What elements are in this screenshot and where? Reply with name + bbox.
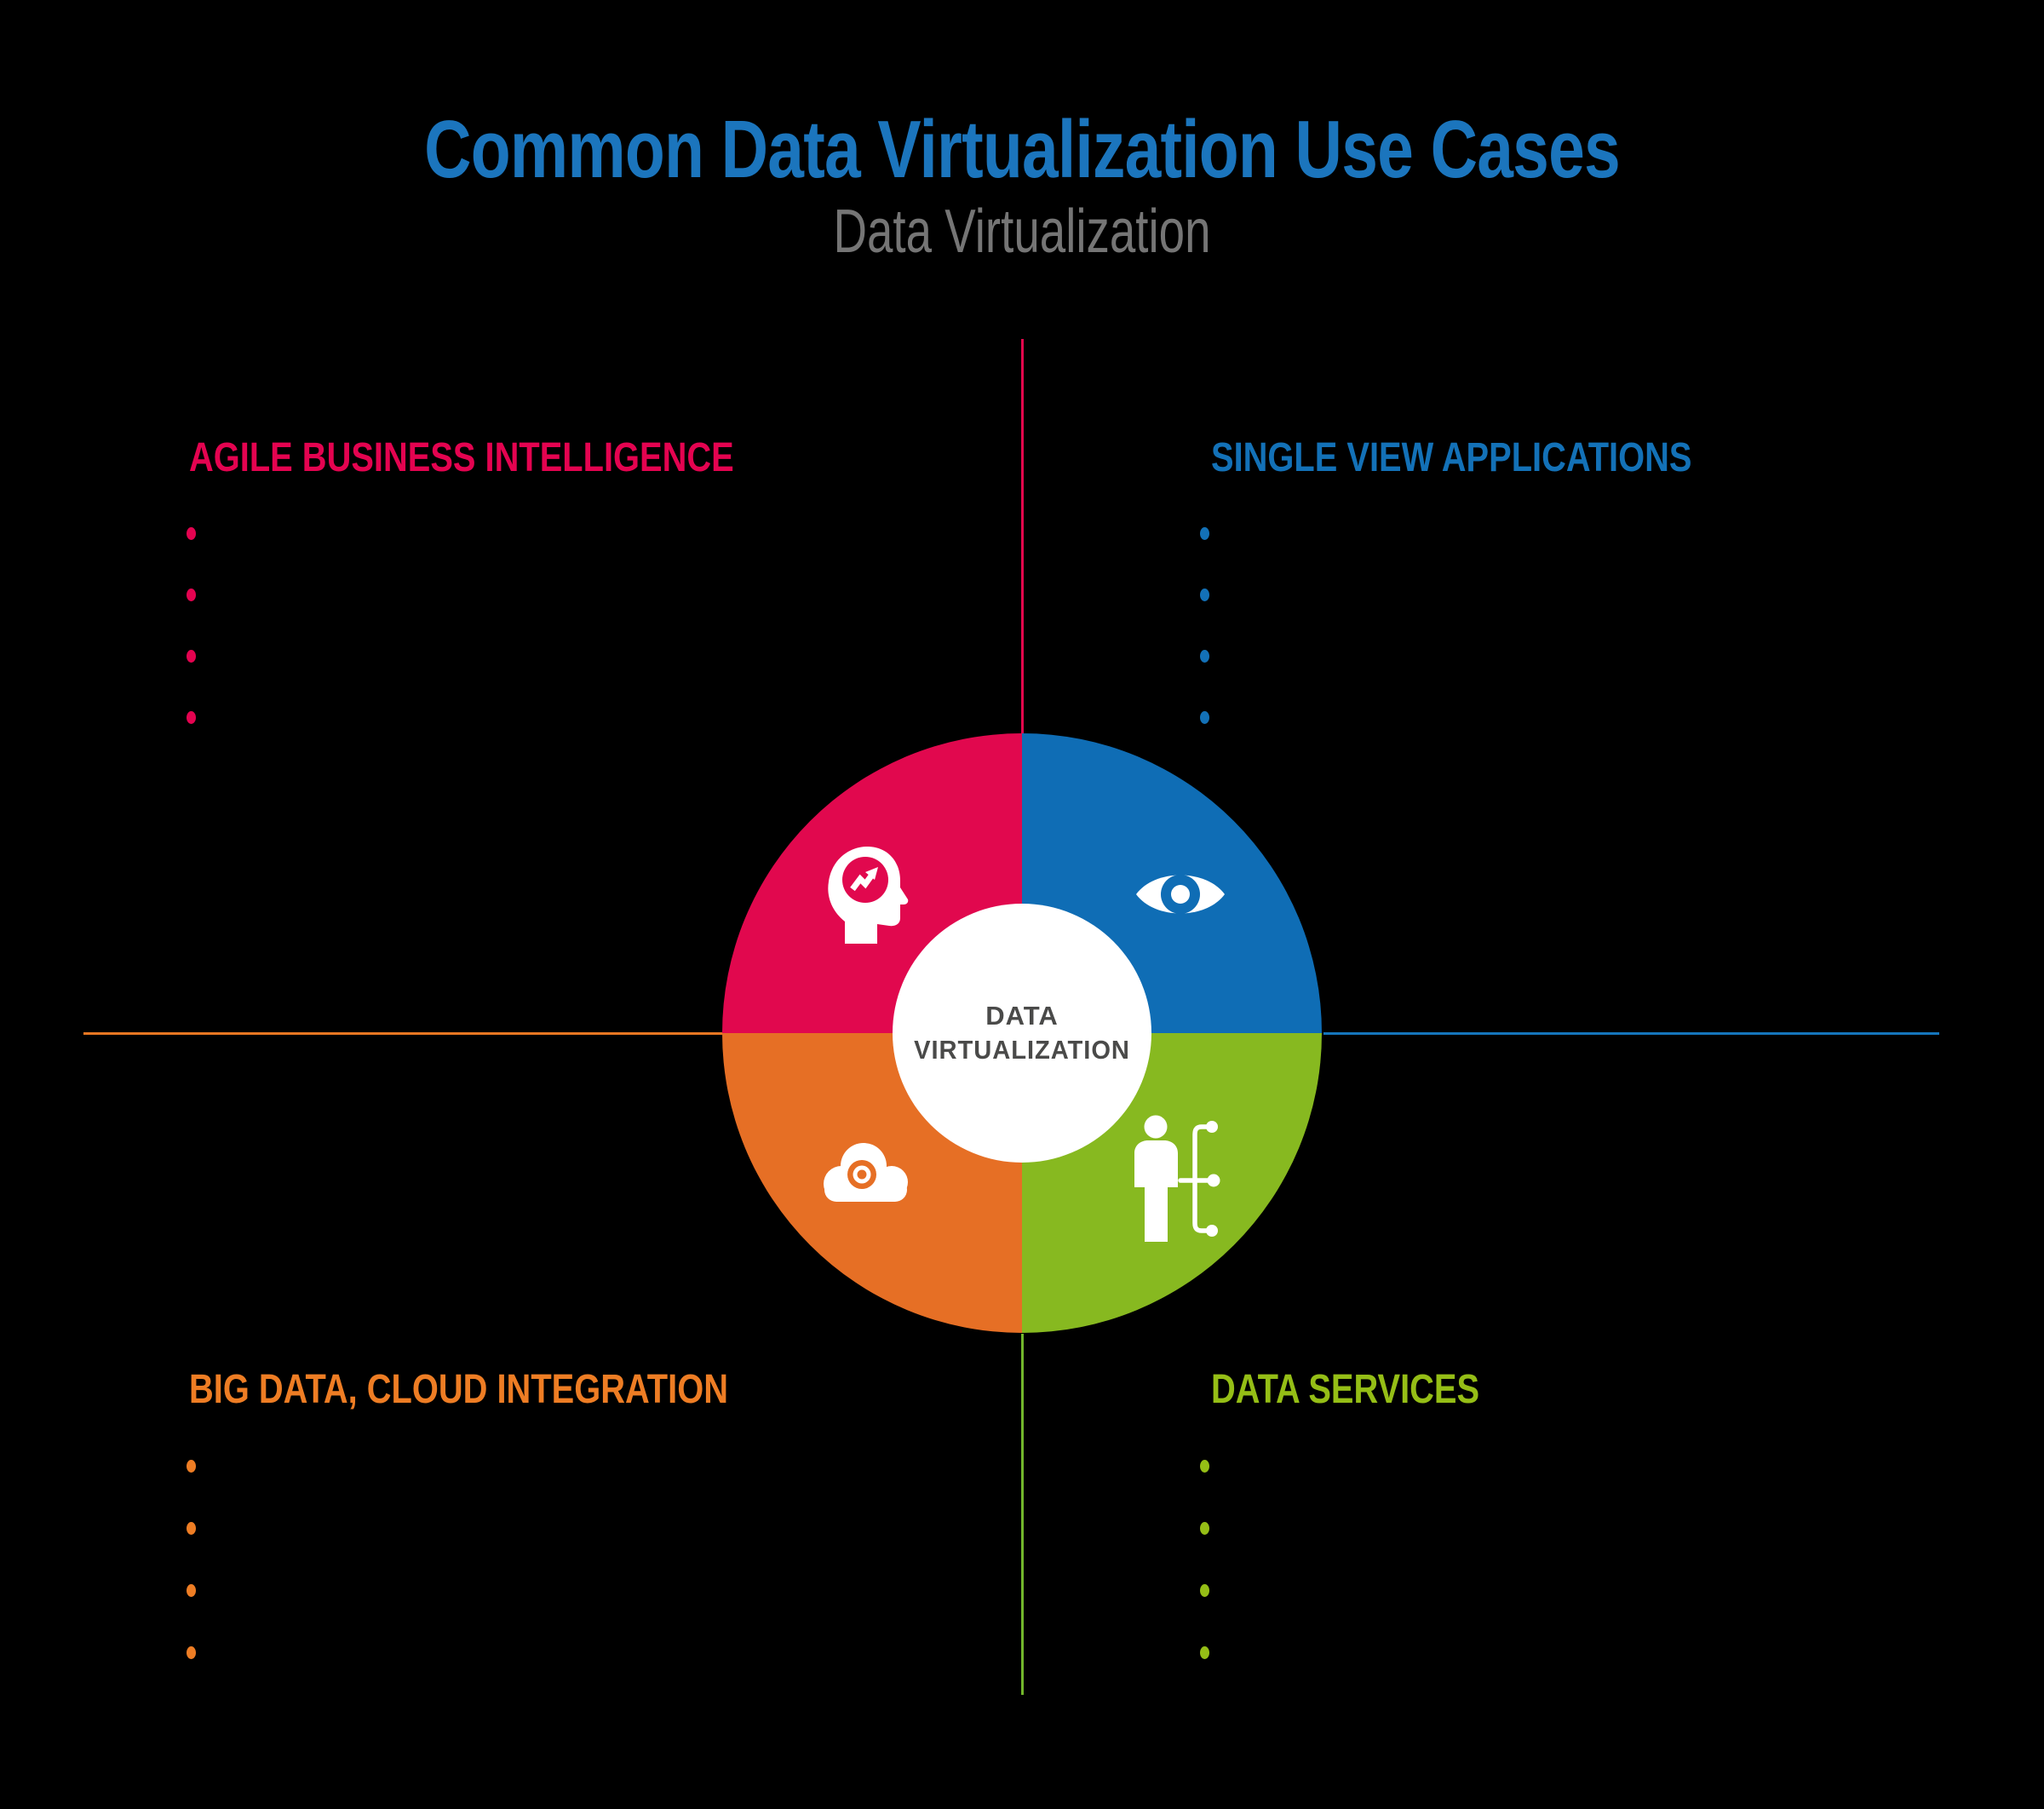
bullet-list-big-data-cloud-integration [187, 1460, 196, 1659]
data-virtualization-wheel: DATA VIRTUALIZATION [722, 733, 1322, 1333]
bullet-dot [187, 650, 196, 663]
wheel-hub: DATA VIRTUALIZATION [893, 904, 1151, 1163]
bullet-dot [187, 1460, 196, 1473]
heading-label: SINGLE VIEW APPLICATIONS [1211, 434, 1692, 480]
heading-big-data-cloud-integration: BIG DATA, CLOUD INTEGRATION [189, 1366, 839, 1412]
bullet-dot [1200, 527, 1209, 540]
axis-line-left [83, 1032, 722, 1035]
bullet-dot [1200, 711, 1209, 724]
bullet-dot [1200, 1522, 1209, 1535]
bullet-list-agile-business-intelligence [187, 527, 196, 724]
head-analytics-icon [828, 846, 909, 944]
bullet-dot [187, 1522, 196, 1535]
bullet-dot [187, 711, 196, 724]
heading-single-view-applications: SINGLE VIEW APPLICATIONS [1211, 434, 1790, 480]
heading-label: BIG DATA, CLOUD INTEGRATION [189, 1366, 728, 1412]
page-title: Common Data Virtualization Use Cases [424, 104, 1621, 195]
bullet-dot [1200, 589, 1209, 601]
axis-line-right [1323, 1032, 1939, 1035]
eye-icon [1136, 875, 1225, 914]
page-subtitle: Data Virtualization [833, 198, 1211, 266]
heading-label: DATA SERVICES [1211, 1366, 1480, 1412]
hub-label-line1: DATA [985, 1001, 1059, 1031]
axis-line-bottom [1021, 1334, 1024, 1695]
heading-agile-business-intelligence: AGILE BUSINESS INTELLIGENCE [189, 434, 846, 480]
cloud-icon [824, 1143, 908, 1202]
heading-data-services: DATA SERVICES [1211, 1366, 1535, 1412]
heading-label: AGILE BUSINESS INTELLIGENCE [189, 434, 734, 480]
bullet-dot [187, 527, 196, 540]
bullet-dot [1200, 650, 1209, 663]
bullet-list-single-view-applications [1200, 527, 1209, 724]
bullet-dot [187, 589, 196, 601]
bullet-dot [1200, 1584, 1209, 1597]
bullet-dot [187, 1584, 196, 1597]
person-network-icon [1134, 1115, 1220, 1242]
bullet-dot [1200, 1646, 1209, 1659]
bullet-list-data-services [1200, 1460, 1209, 1659]
bullet-dot [1200, 1460, 1209, 1473]
hub-label-line2: VIRTUALIZATION [914, 1035, 1130, 1065]
axis-line-top [1021, 339, 1024, 734]
bullet-dot [187, 1646, 196, 1659]
